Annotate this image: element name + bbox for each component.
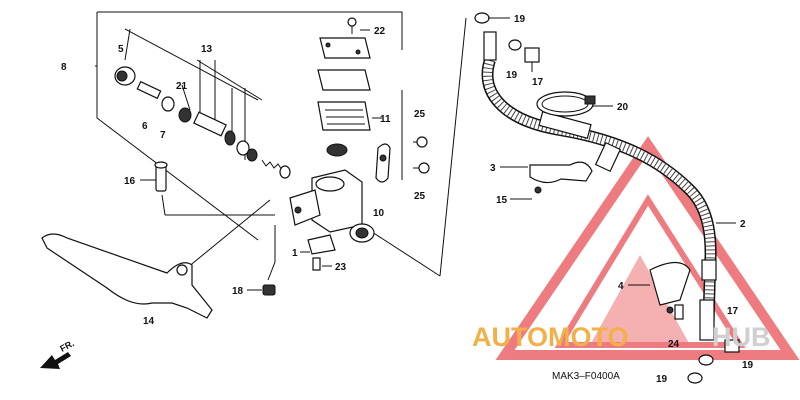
watermark-text-part1: AUTOMOTO	[472, 322, 629, 352]
nut-18-icon	[262, 284, 276, 296]
pushrod-part	[136, 80, 162, 100]
label-16: 16	[124, 176, 136, 187]
diaphragm-part	[317, 101, 371, 131]
brake-lever-part	[41, 233, 213, 319]
holder-part	[375, 143, 391, 183]
boot-part	[114, 66, 136, 86]
label-7: 7	[160, 130, 166, 141]
washers-19-icon	[474, 12, 714, 384]
label-11: 11	[380, 114, 391, 125]
label-4: 4	[618, 281, 624, 292]
callout-labels: 8 5 13 21 6 7 22 11 25 25 10 16 1 23 18 …	[61, 14, 754, 385]
leader-lines	[124, 28, 275, 216]
label-10: 10	[373, 208, 385, 219]
watermark-logo-icon	[495, 136, 800, 360]
master-cylinder-body	[289, 143, 375, 243]
label-18: 18	[232, 286, 244, 297]
watermark-text-part2: HUB	[712, 322, 771, 352]
label-14: 14	[143, 316, 155, 327]
label-13: 13	[201, 44, 213, 55]
screw-22-icon	[347, 17, 357, 34]
label-3: 3	[490, 163, 496, 174]
front-direction-arrow-icon: FR.	[40, 338, 76, 369]
label-1: 1	[292, 248, 298, 259]
label-23: 23	[335, 262, 347, 273]
label-6: 6	[142, 121, 148, 132]
label-19-top: 19	[514, 14, 526, 25]
label-22: 22	[374, 26, 386, 37]
bolt-17-bottom-icon	[724, 339, 740, 353]
label-17-bottom: 17	[727, 306, 739, 317]
label-8: 8	[61, 62, 67, 73]
label-24: 24	[668, 339, 680, 350]
clamp-4-part	[649, 261, 691, 314]
watermark-text: AUTOMOTO HUB	[472, 322, 771, 352]
label-17-top: 17	[532, 77, 544, 88]
label-25-top: 25	[414, 109, 426, 120]
hose-clamps	[538, 111, 622, 173]
bolt-16-icon	[154, 161, 168, 192]
guide-3-part	[529, 161, 593, 194]
label-2: 2	[740, 219, 746, 230]
reservoir-cap-part	[317, 37, 371, 91]
label-5: 5	[118, 44, 124, 55]
switch-part	[307, 234, 336, 255]
piston-part	[161, 96, 258, 162]
label-19-mid: 19	[506, 70, 518, 81]
bolt-17-top-icon	[524, 47, 540, 72]
diagram-code: MAK3–F0400A	[552, 371, 620, 382]
band-20-part	[536, 91, 596, 117]
right-leader-lines	[140, 17, 736, 291]
assembly-outline	[95, 11, 467, 291]
bolts-25-icon	[413, 136, 430, 174]
label-19-bottom: 19	[656, 374, 668, 385]
direction-label: FR.	[58, 338, 75, 354]
label-20: 20	[617, 102, 629, 113]
label-19-right: 19	[742, 360, 754, 371]
label-15: 15	[496, 195, 508, 206]
brake-hose-part	[481, 31, 717, 341]
bolt-24-icon	[674, 304, 684, 320]
screw-23-icon	[312, 257, 321, 271]
label-21: 21	[176, 81, 188, 92]
label-25-bottom: 25	[414, 191, 426, 202]
spring-part	[261, 159, 291, 179]
